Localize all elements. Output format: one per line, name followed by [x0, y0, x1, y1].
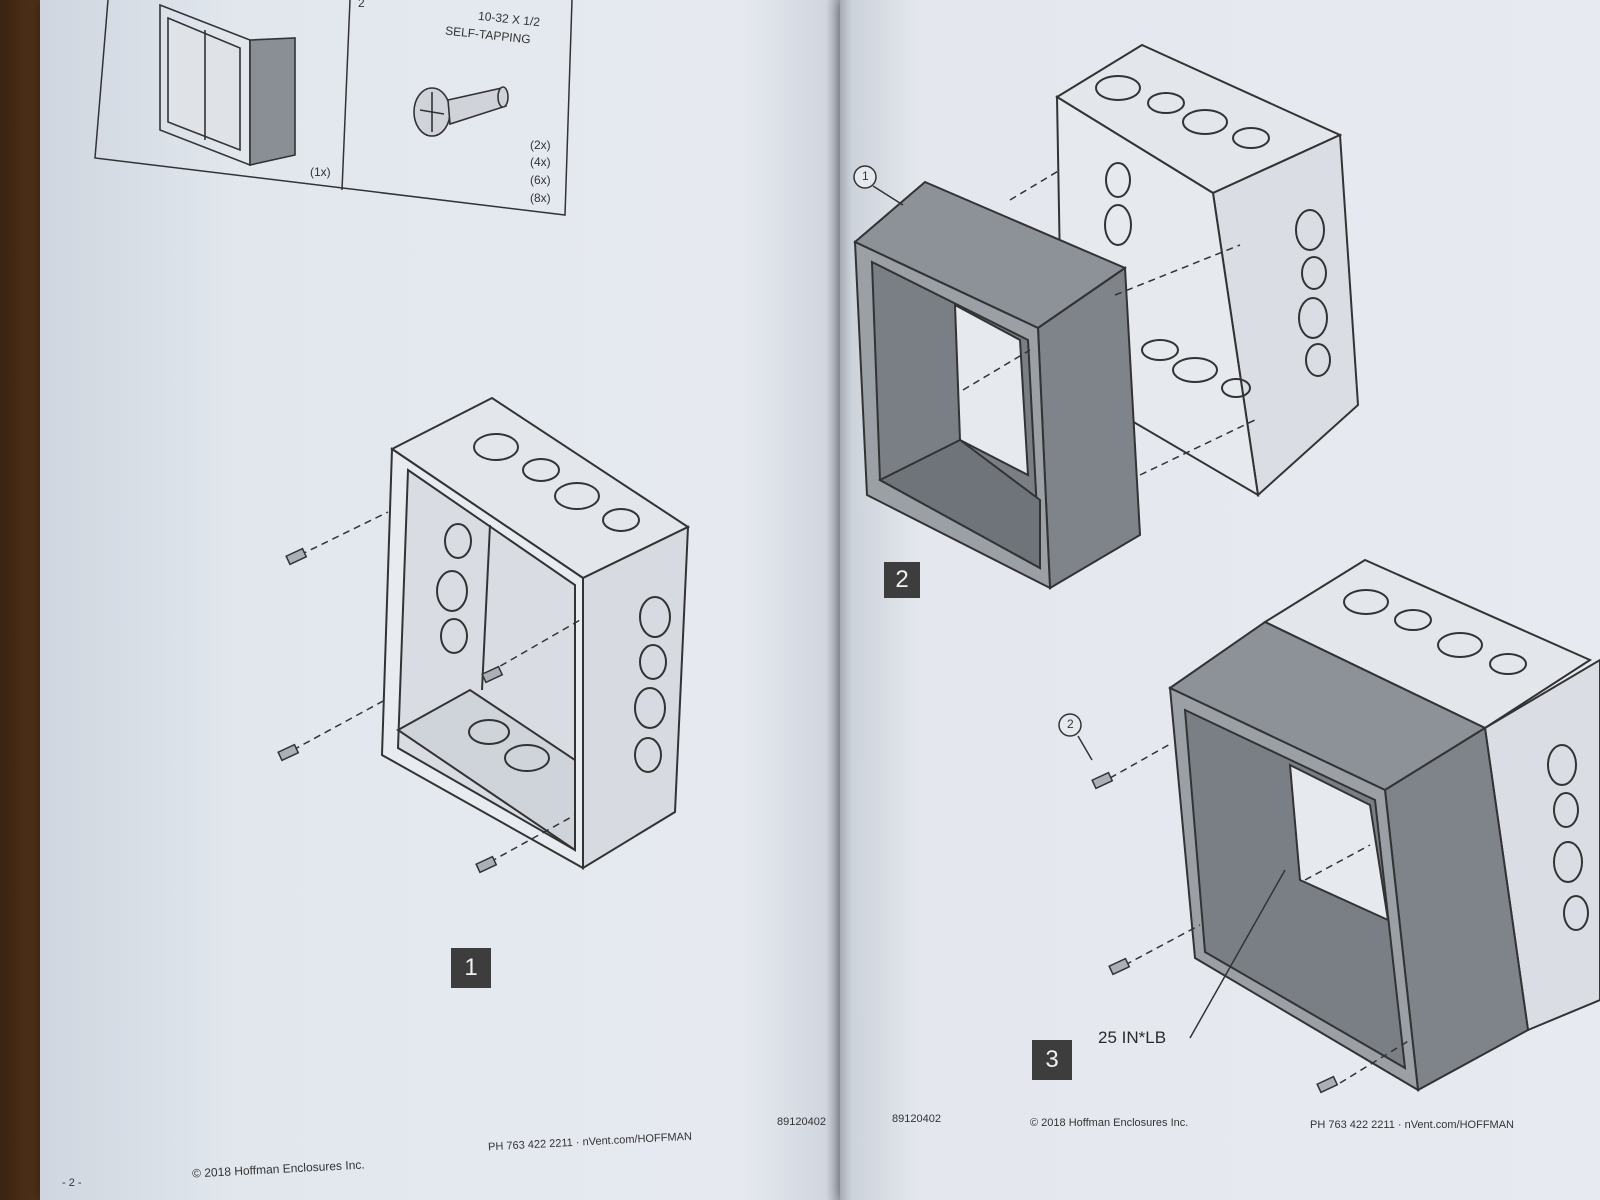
part1-quantity: (1x): [310, 165, 331, 179]
screw-qty-8x: (8x): [530, 191, 551, 205]
collar-part-thumbnail: [159, 3, 296, 167]
torque-callout: 25 IN*LB: [1098, 1028, 1167, 1047]
step-1-badge: 1: [451, 948, 491, 988]
page-fold: [826, 0, 852, 1200]
screw-qty-6x: (6x): [530, 173, 551, 187]
right-doc-number: 89120402: [892, 1113, 941, 1125]
page-number: - 2 -: [62, 1177, 82, 1189]
right-contact: PH 763 422 2211 · nVent.com/HOFFMAN: [1310, 1119, 1514, 1131]
step2-assembly: [853, 43, 1360, 590]
left-doc-number: 89120402: [777, 1116, 826, 1128]
right-copyright: © 2018 Hoffman Enclosures Inc.: [1030, 1117, 1189, 1129]
callout-1-label: 1: [862, 169, 869, 183]
parts-table: [94, 0, 573, 216]
screw-qty-4x: (4x): [530, 155, 551, 169]
part2-header: 2: [358, 0, 365, 10]
step-2-badge: 2: [884, 562, 920, 598]
screw-icon: [413, 86, 509, 137]
step3-assembly: [1058, 558, 1600, 1094]
step-3-badge: 3: [1032, 1040, 1072, 1080]
callout-2-label: 2: [1067, 717, 1074, 731]
screw-qty-2x: (2x): [530, 138, 551, 152]
step1-enclosure: [277, 396, 691, 874]
